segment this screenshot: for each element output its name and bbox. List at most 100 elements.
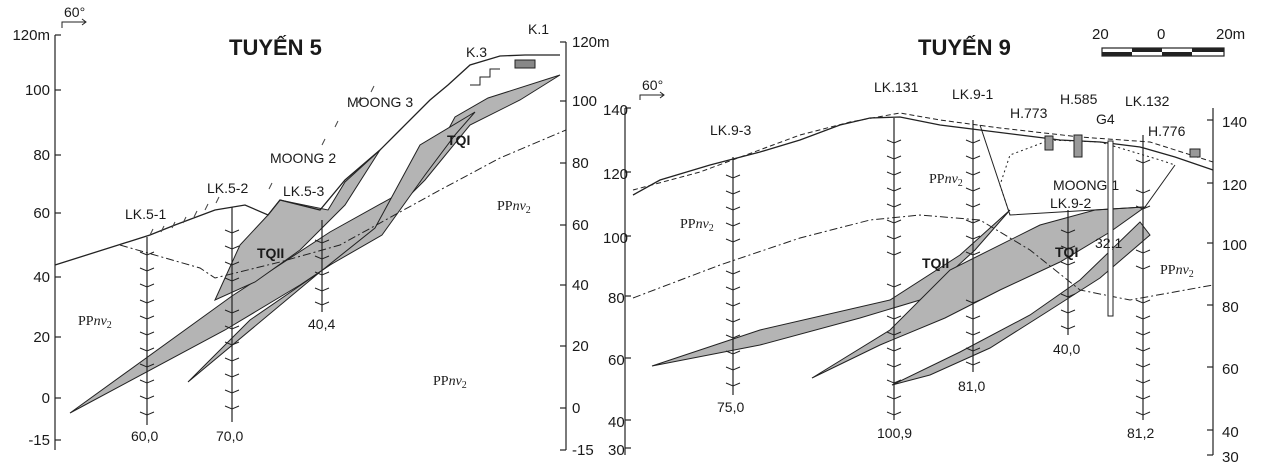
axis9-right-tick: 140 xyxy=(1222,114,1247,131)
ore-body-tqi-lower xyxy=(187,111,476,383)
axis5-left-tick: -15 xyxy=(28,432,50,449)
ore-body-tqi xyxy=(811,206,1147,379)
axis5-right-tick: -15 xyxy=(572,442,594,459)
angle-label: 60° xyxy=(642,77,663,93)
surface-hatch xyxy=(149,85,375,236)
zone-label-tqi: TQI xyxy=(447,132,470,148)
label-lk132: LK.132 xyxy=(1125,93,1170,109)
axis9-left-tick: 140 xyxy=(603,102,628,119)
axis5-right-tick: 60 xyxy=(572,217,589,234)
pit-h776 xyxy=(1189,148,1201,158)
axis5-left-tick: 120m xyxy=(12,27,50,44)
mine-pit-k1 xyxy=(514,59,536,69)
zone-label-tqii: TQII xyxy=(922,255,949,271)
label-lk53: LK.5-3 xyxy=(283,183,324,199)
depth-lk93: 75,0 xyxy=(717,399,744,415)
label-lk52: LK.5-2 xyxy=(207,180,248,196)
label-h585: H.585 xyxy=(1060,91,1098,107)
axis9-right-tick: 120 xyxy=(1222,177,1247,194)
label-h776: H.776 xyxy=(1148,123,1186,139)
axis9-left-tick: 100 xyxy=(603,230,628,247)
axis9-left-tick: 60 xyxy=(608,352,625,369)
axis9-left-tick: 30 xyxy=(608,442,625,459)
axis9-left-tick: 40 xyxy=(608,414,625,431)
scale-mid-label: 0 xyxy=(1157,26,1165,43)
rock-label-pp: PPnv2 xyxy=(433,374,467,391)
axis9-right-tick: 30 xyxy=(1222,449,1239,466)
label-lk93: LK.9-3 xyxy=(710,122,751,138)
label-g4: G4 xyxy=(1096,111,1115,127)
label-moong2: MOONG 2 xyxy=(270,150,336,166)
depth-lk53: 40,4 xyxy=(308,316,335,332)
axis5-right-tick: 0 xyxy=(572,400,580,417)
rock-label-pp: PPnv2 xyxy=(78,314,112,331)
ore-body-tqii xyxy=(213,149,381,301)
pit-h773 xyxy=(1044,135,1054,151)
label-k3: K.3 xyxy=(466,44,487,60)
axis5-left-tick: 60 xyxy=(33,205,50,222)
section-5: 120m 100 80 60 40 20 0 -15 120m 100 80 6… xyxy=(12,4,609,459)
section-5-title: TUYẾN 5 xyxy=(229,35,322,60)
label-lk131: LK.131 xyxy=(874,79,919,95)
axis9-left-tick: 120 xyxy=(603,166,628,183)
axis5-left-tick: 0 xyxy=(42,390,50,407)
depth-lk52: 70,0 xyxy=(216,428,243,444)
label-lk51: LK.5-1 xyxy=(125,206,166,222)
label-lk92: LK.9-2 xyxy=(1050,195,1091,211)
borehole-lines xyxy=(732,118,1144,420)
label-k1: K.1 xyxy=(528,21,549,37)
depth-g4: 32,1 xyxy=(1095,235,1122,251)
label-h773: H.773 xyxy=(1010,105,1048,121)
rock-label-pp: PPnv2 xyxy=(929,172,963,189)
depth-lk132: 81,2 xyxy=(1127,425,1154,441)
borehole-marks xyxy=(725,139,1151,416)
section-9: 140 120 100 80 60 40 30 140 120 100 80 6… xyxy=(603,26,1247,466)
scale-bar xyxy=(1101,47,1225,57)
angle-label: 60° xyxy=(64,4,85,20)
axis9-right-tick: 40 xyxy=(1222,424,1239,441)
terrain-surface-line xyxy=(632,116,1214,196)
pit-h585 xyxy=(1073,134,1083,158)
weathering-boundary-line xyxy=(632,214,1214,301)
axis5-left-tick: 40 xyxy=(33,269,50,286)
weathering-boundary-line xyxy=(119,129,567,279)
zone-label-tqii: TQII xyxy=(257,245,284,261)
scale-right-label: 20m xyxy=(1216,26,1245,43)
section-9-title: TUYẾN 9 xyxy=(918,35,1011,60)
scale-left-label: 20 xyxy=(1092,26,1109,43)
label-moong3: MOONG 3 xyxy=(347,94,413,110)
axis5-left-tick: 20 xyxy=(33,329,50,346)
mine-pit-k3 xyxy=(470,68,500,86)
axis9-right-tick: 80 xyxy=(1222,299,1239,316)
pit-outline xyxy=(979,124,1176,216)
rock-label-pp: PPnv2 xyxy=(1160,263,1194,280)
axis9-right-tick: 100 xyxy=(1222,237,1247,254)
axis5-left-tick: 80 xyxy=(33,147,50,164)
ore-body-tqi xyxy=(69,74,561,414)
axis5-right-tick: 100 xyxy=(572,93,597,110)
depth-lk131: 100,9 xyxy=(877,425,912,441)
axis5-right-tick: 120m xyxy=(572,34,610,51)
borehole-marks xyxy=(139,229,330,416)
angle-indicator-icon xyxy=(639,91,665,100)
label-moong1: MOONG 1 xyxy=(1053,177,1119,193)
zone-label-tqi: TQI xyxy=(1055,244,1078,260)
terrain-surface-dashed xyxy=(632,112,1214,191)
shaft-g4 xyxy=(1107,140,1114,317)
depth-lk92: 40,0 xyxy=(1053,341,1080,357)
ore-body-tqii xyxy=(651,209,1011,367)
terrain-surface-line xyxy=(54,54,560,266)
axis5-left-tick: 100 xyxy=(25,82,50,99)
axis5-right-tick: 20 xyxy=(572,338,589,355)
axis5-right-tick: 80 xyxy=(572,155,589,172)
rock-label-pp: PPnv2 xyxy=(497,199,531,216)
rock-label-pp: PPnv2 xyxy=(680,217,714,234)
depth-lk91: 81,0 xyxy=(958,378,985,394)
axis9-left-tick: 80 xyxy=(608,290,625,307)
axis5-right-tick: 40 xyxy=(572,277,589,294)
depth-lk51: 60,0 xyxy=(131,428,158,444)
axis9-right-tick: 60 xyxy=(1222,361,1239,378)
angle-indicator-icon xyxy=(61,18,87,28)
ore-body-tqi-lower xyxy=(891,221,1151,386)
